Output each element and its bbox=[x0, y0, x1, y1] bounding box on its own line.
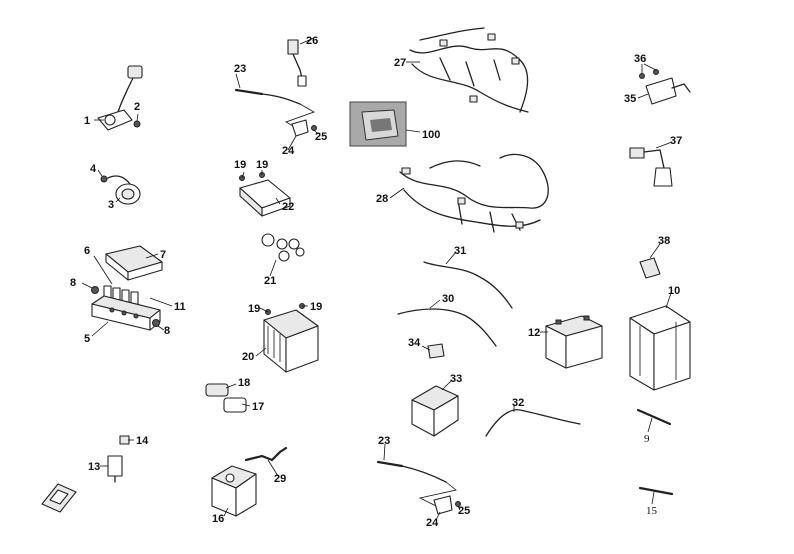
callout-34: 34 bbox=[408, 337, 421, 349]
callout-36: 36 bbox=[634, 53, 646, 65]
callout-17: 17 bbox=[252, 401, 264, 413]
part-18-socket bbox=[205, 383, 229, 397]
part-29-cable bbox=[244, 446, 288, 462]
callout-26: 26 bbox=[306, 35, 318, 47]
callout-2: 2 bbox=[134, 101, 140, 113]
callout-8b: 8 bbox=[164, 325, 170, 337]
callout-4: 4 bbox=[90, 163, 97, 175]
part-7-fuse-box-cover bbox=[105, 245, 163, 281]
part-5-fuse-box-base bbox=[91, 295, 161, 331]
callout-10: 10 bbox=[668, 285, 680, 297]
callout-24a: 24 bbox=[282, 145, 295, 157]
callout-20: 20 bbox=[242, 351, 254, 363]
callout-19c: 19 bbox=[248, 303, 260, 315]
callout-6: 6 bbox=[84, 245, 90, 257]
callout-38: 38 bbox=[658, 235, 670, 247]
callout-19b: 19 bbox=[256, 159, 268, 171]
callout-25b: 25 bbox=[458, 505, 470, 517]
part-38-bracket bbox=[639, 257, 661, 279]
callout-33: 33 bbox=[450, 373, 462, 385]
part-1-speed-sensor bbox=[97, 65, 143, 131]
callout-31: 31 bbox=[454, 245, 466, 257]
callout-23a: 23 bbox=[234, 63, 246, 75]
callout-22: 22 bbox=[282, 201, 294, 213]
part-24-bracket-lower bbox=[433, 495, 453, 515]
callout-12: 12 bbox=[528, 327, 540, 339]
callout-labels: 1 2 3 4 5 6 7 8 8 11 13 14 23 26 24 25 1… bbox=[70, 35, 682, 529]
part-14-connector bbox=[119, 435, 130, 445]
callout-29: 29 bbox=[274, 473, 286, 485]
part-36-screws bbox=[639, 69, 659, 79]
part-2-bolt bbox=[133, 120, 141, 128]
callout-18: 18 bbox=[238, 377, 250, 389]
callout-21: 21 bbox=[264, 275, 276, 287]
callout-13: 13 bbox=[88, 461, 100, 473]
part-22-ecu-module bbox=[239, 179, 291, 217]
part-4-bolt bbox=[100, 175, 108, 183]
part-37-socket bbox=[629, 147, 673, 187]
callout-35: 35 bbox=[624, 93, 636, 105]
callout-25a: 25 bbox=[315, 131, 327, 143]
part-12-battery bbox=[545, 315, 603, 369]
callout-30: 30 bbox=[442, 293, 454, 305]
part-31-cable bbox=[423, 261, 513, 309]
callout-16: 16 bbox=[212, 513, 224, 525]
callout-8a: 8 bbox=[70, 277, 76, 289]
part-100-inset-photo bbox=[349, 101, 407, 147]
callout-24b: 24 bbox=[426, 517, 439, 529]
part-13-relay bbox=[107, 455, 123, 483]
part-20-voltage-regulator bbox=[263, 309, 319, 373]
callout-15: 15 bbox=[646, 505, 658, 517]
part-27-wiring-harness bbox=[409, 27, 529, 113]
callout-3: 3 bbox=[108, 199, 114, 211]
part-17-connector bbox=[223, 397, 247, 413]
callout-9: 9 bbox=[644, 433, 650, 445]
callout-14: 14 bbox=[136, 435, 149, 447]
part-26-sensor bbox=[287, 39, 307, 87]
part-35-sensor bbox=[645, 77, 691, 105]
part-34-bracket bbox=[427, 343, 445, 359]
part-8-fasteners bbox=[91, 286, 160, 327]
callout-27: 27 bbox=[394, 57, 406, 69]
fuse-holder-unlabeled bbox=[41, 483, 77, 513]
callout-100: 100 bbox=[422, 129, 440, 141]
part-9-strap bbox=[636, 408, 672, 426]
callout-11: 11 bbox=[174, 301, 186, 313]
part-30-cable bbox=[397, 308, 497, 347]
part-25-screw bbox=[311, 125, 317, 131]
part-28-wiring-harness bbox=[399, 153, 549, 233]
callout-19a: 19 bbox=[234, 159, 246, 171]
part-21-connector-kit bbox=[261, 233, 305, 262]
callout-1: 1 bbox=[84, 115, 90, 127]
part-10-battery-holder bbox=[629, 305, 691, 391]
callout-32: 32 bbox=[512, 397, 524, 409]
part-23-switch-lower bbox=[376, 460, 457, 507]
callout-7: 7 bbox=[160, 249, 166, 261]
part-15-strap bbox=[638, 486, 674, 496]
callout-19d: 19 bbox=[310, 301, 322, 313]
part-3-horn bbox=[107, 175, 141, 205]
callout-23b: 23 bbox=[378, 435, 390, 447]
callout-5: 5 bbox=[84, 333, 90, 345]
callout-37: 37 bbox=[670, 135, 682, 147]
part-16-starter-relay bbox=[211, 465, 257, 517]
leader-lines bbox=[81, 37, 673, 521]
part-33-ignition-coil bbox=[411, 385, 459, 437]
part-24-switch-bracket bbox=[291, 119, 309, 137]
callout-28: 28 bbox=[376, 193, 388, 205]
part-32-cable bbox=[485, 409, 581, 437]
